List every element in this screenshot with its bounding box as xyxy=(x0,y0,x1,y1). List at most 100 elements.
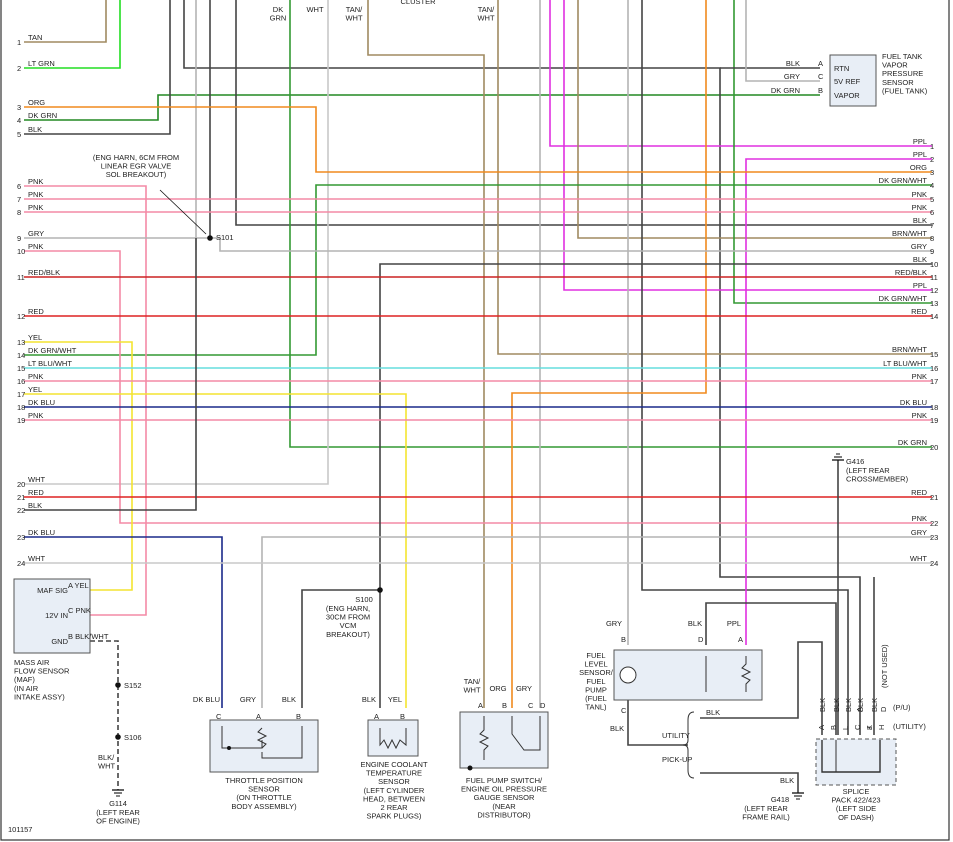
splice-wire-4: BLK xyxy=(870,698,879,712)
top-label-tanwht-2: TAN/WHT xyxy=(477,5,495,23)
wire-fuel-blk-d xyxy=(705,602,837,735)
wire-8-brnwht xyxy=(577,0,932,239)
fps-pin-B: B xyxy=(502,701,507,710)
ect-wire-A: BLK xyxy=(362,695,376,704)
wire-12-ppl xyxy=(563,0,932,291)
wire-10-pnk xyxy=(24,250,932,524)
fps-wire-b: ORG xyxy=(489,684,506,693)
splice-pin-K-5: K xyxy=(865,725,874,730)
splice-pin-d-upper: D xyxy=(879,706,888,712)
fuel-utility-label: UTILITY xyxy=(662,731,690,740)
fuel-ground-g418: G418 xyxy=(771,795,789,804)
right-wire-label-9: GRY xyxy=(911,242,927,251)
fuel-tank-vapor-sensor-box xyxy=(829,54,877,107)
splice-utility-label: (UTILITY) xyxy=(893,722,926,731)
wire-blk-fuel xyxy=(641,0,849,735)
right-wire-label-19: PNK xyxy=(912,411,927,420)
wire-ftvps-gry xyxy=(745,0,820,82)
right-pin-7: 7 xyxy=(930,221,934,230)
maf-ground-g114: G114 xyxy=(109,799,127,808)
right-wire-label-13: DK GRN/WHT xyxy=(879,294,928,303)
right-pin-19: 19 xyxy=(930,416,938,425)
fuel-wire-gry: GRY xyxy=(606,619,622,628)
left-pin-14: 14 xyxy=(17,351,25,360)
ect-thermistor xyxy=(379,728,407,750)
left-pin-3: 3 xyxy=(17,103,21,112)
tps-pin-B: B xyxy=(296,712,301,721)
left-wire-label-11: RED/BLK xyxy=(28,268,60,277)
top-label-wht: WHT xyxy=(306,5,323,14)
fuel-level-box xyxy=(613,649,763,701)
right-wire-label-14: RED xyxy=(911,307,927,316)
ftvps-func-A: RTN xyxy=(834,64,849,73)
right-wire-label-20: DK GRN xyxy=(898,438,927,447)
wire-fuel-c xyxy=(627,700,688,746)
right-pin-11: 11 xyxy=(930,273,938,282)
ftvps-pin-A: A xyxy=(818,59,823,68)
left-wire-label-20: WHT xyxy=(28,475,45,484)
splice-pu-label: (P/U) xyxy=(893,703,911,712)
utility-pickup-brace xyxy=(682,711,695,779)
splice-pin-H-6: H xyxy=(877,725,886,730)
splice-s100-dot xyxy=(377,587,383,593)
s101-leader xyxy=(159,189,207,235)
right-wire-label-12: PPL xyxy=(913,281,927,290)
wire-13-dkgrnwht xyxy=(733,0,932,304)
left-pin-17: 17 xyxy=(17,390,25,399)
left-wire-label-23: DK BLU xyxy=(28,528,55,537)
splice-s106-label: S106 xyxy=(124,733,142,742)
fuel-utility-wire: BLK xyxy=(706,708,720,717)
wire-maf-gnd xyxy=(90,640,119,790)
left-wire-label-18: DK BLU xyxy=(28,398,55,407)
right-pin-2: 2 xyxy=(930,155,934,164)
wire-15-brnwht xyxy=(497,0,932,355)
right-wire-label-6: PNK xyxy=(912,203,927,212)
wire-22-blk xyxy=(24,238,197,511)
splice-wire-3: BLK xyxy=(856,698,865,712)
maf-func-C: 12V IN xyxy=(45,611,68,620)
left-wire-label-5: BLK xyxy=(28,125,42,134)
maf-pin-B: B BLK/WHT xyxy=(68,632,109,641)
tps-node xyxy=(227,746,231,750)
left-wire-label-8: PNK xyxy=(28,203,43,212)
right-pin-18: 18 xyxy=(930,403,938,412)
splice-pin-a-upper: A xyxy=(855,707,864,712)
tps-pin-A: A xyxy=(256,712,261,721)
maf-sensor-box xyxy=(13,578,91,654)
ground-symbol-g418 xyxy=(792,792,804,800)
fps-ground-dot xyxy=(467,765,473,771)
left-wire-label-16: PNK xyxy=(28,372,43,381)
maf-pin-C: C PNK xyxy=(68,606,91,615)
left-wire-label-15: LT BLU/WHT xyxy=(28,359,72,368)
splice-pack-box xyxy=(815,738,897,786)
right-wire-label-5: PNK xyxy=(912,190,927,199)
left-pin-9: 9 xyxy=(17,234,21,243)
wire-2-ltgrn xyxy=(24,0,121,69)
left-wire-label-6: PNK xyxy=(28,177,43,186)
right-pin-20: 20 xyxy=(930,443,938,452)
ftvps-pin-B: B xyxy=(818,86,823,95)
right-wire-label-17: PNK xyxy=(912,372,927,381)
fuel-pickup-label: PICK-UP xyxy=(662,755,692,764)
wire-7-blk xyxy=(235,0,932,226)
left-pin-2: 2 xyxy=(17,64,21,73)
maf-func-A: MAF SIG xyxy=(37,586,68,595)
fuel-pin-d: D xyxy=(698,635,704,644)
fps-box xyxy=(459,711,549,769)
wire-10-blk xyxy=(379,263,932,590)
left-wire-label-24: WHT xyxy=(28,554,45,563)
splice-pin-J-4: J xyxy=(865,726,874,730)
right-pin-12: 12 xyxy=(930,286,938,295)
splice-s152-label: S152 xyxy=(124,681,142,690)
right-wire-label-16: LT BLU/WHT xyxy=(883,359,927,368)
right-pin-8: 8 xyxy=(930,234,934,243)
